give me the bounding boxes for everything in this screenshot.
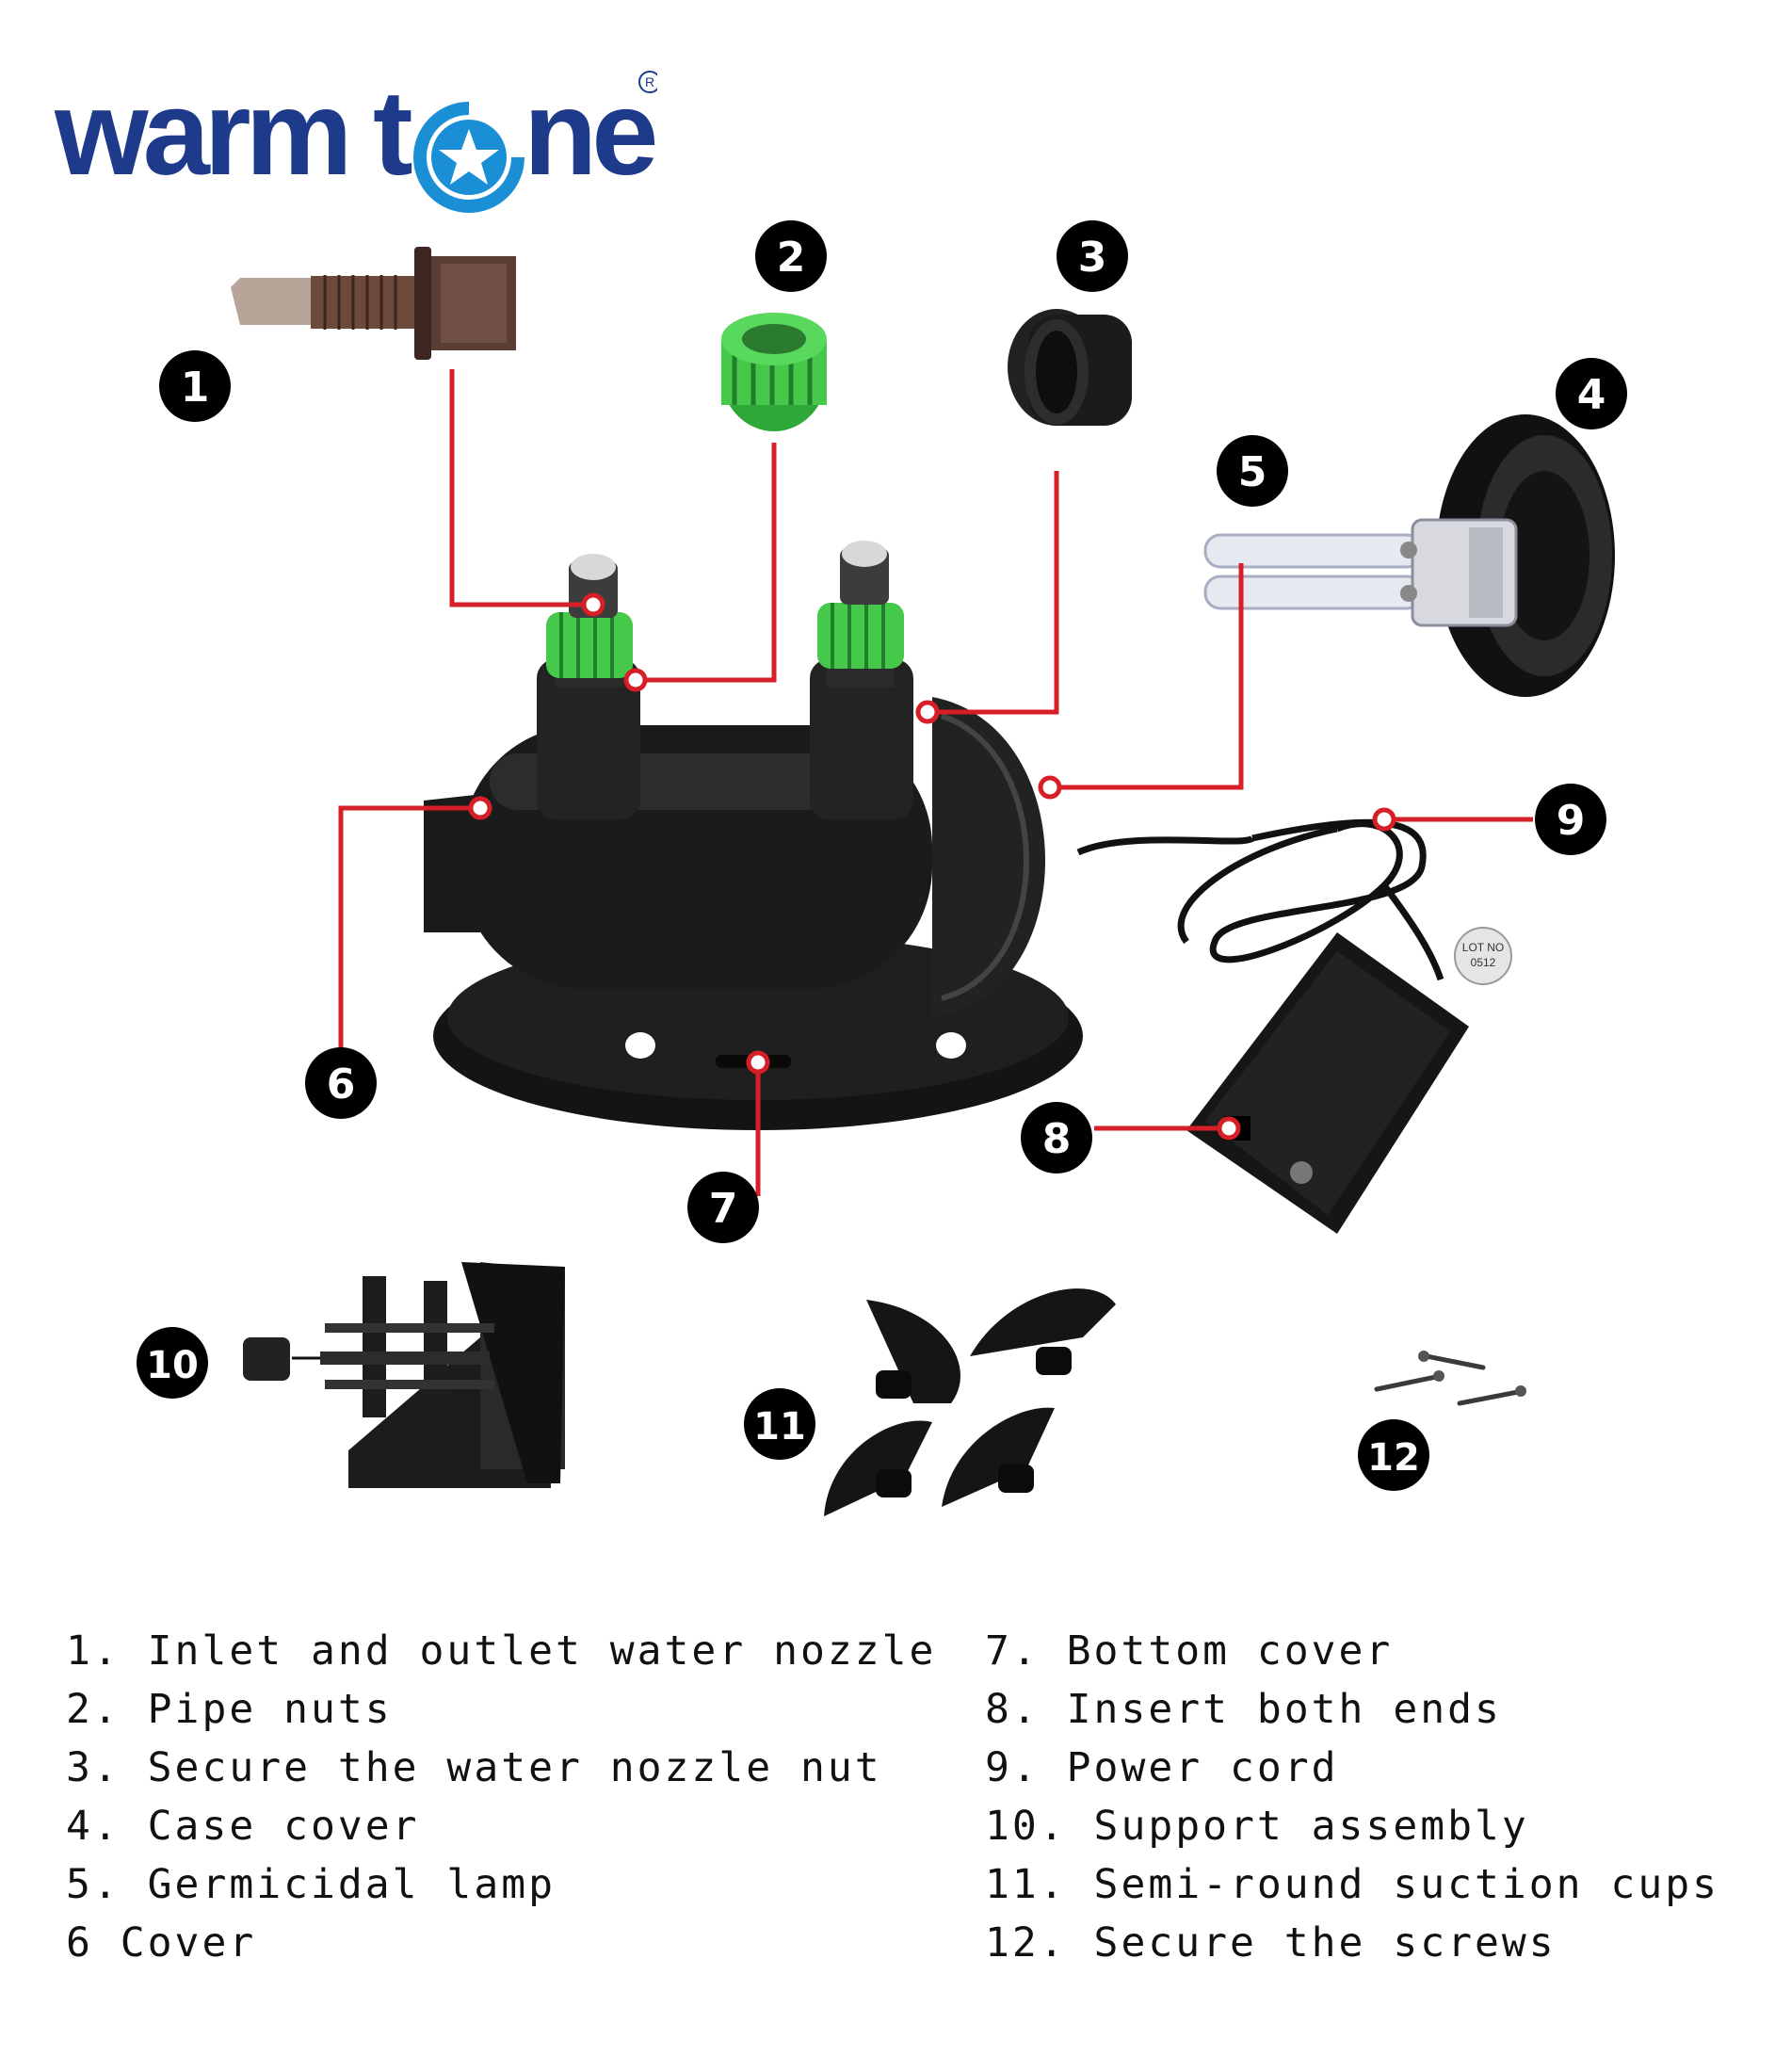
- adapter-lot-number: 0512: [1471, 956, 1496, 969]
- callout-4-text: 4: [1577, 371, 1606, 419]
- germicidal-lamp-part: [1205, 520, 1516, 625]
- suction-cup: [824, 1420, 932, 1516]
- callout-1: 1: [159, 350, 231, 422]
- exploded-view: LOT NO 0512: [0, 0, 1791, 1601]
- callout-8-text: 8: [1042, 1115, 1072, 1163]
- part-item: 10. Support assembly: [985, 1797, 1719, 1855]
- callout-10: 10: [137, 1327, 208, 1399]
- adapter-lot-label: LOT NO 0512: [1455, 928, 1511, 984]
- part-item: 2. Pipe nuts: [66, 1680, 936, 1739]
- callout-5-text: 5: [1238, 448, 1267, 496]
- parts-list-left: 1. Inlet and outlet water nozzle 2. Pipe…: [66, 1622, 936, 1972]
- water-nozzle-part: [231, 247, 516, 360]
- part-item: 12. Secure the screws: [985, 1914, 1719, 1972]
- callout-8: 8: [1021, 1102, 1092, 1174]
- callout-11: 11: [744, 1388, 815, 1460]
- power-cord-part: [1078, 822, 1441, 979]
- callout-9-text: 9: [1557, 797, 1586, 845]
- part-item: 4. Case cover: [66, 1797, 936, 1855]
- parts-list-right: 7. Bottom cover 8. Insert both ends 9. P…: [985, 1622, 1719, 1972]
- callout-11-text: 11: [753, 1405, 806, 1449]
- suction-cups-part: [824, 1288, 1116, 1516]
- black-nozzle-nut-part: [1008, 309, 1132, 426]
- parts-list: 1. Inlet and outlet water nozzle 2. Pipe…: [66, 1622, 1761, 2017]
- callout-6: 6: [305, 1047, 377, 1119]
- suction-cup: [970, 1288, 1116, 1375]
- callout-12-text: 12: [1367, 1436, 1420, 1480]
- callout-9: 9: [1535, 784, 1606, 855]
- callout-7-text: 7: [709, 1185, 738, 1233]
- green-pipe-nut-part: [721, 313, 827, 431]
- callout-3-text: 3: [1078, 234, 1107, 282]
- callout-4: 4: [1556, 358, 1627, 429]
- part-item: 9. Power cord: [985, 1739, 1719, 1797]
- callout-5: 5: [1217, 435, 1288, 507]
- suction-cup: [866, 1300, 960, 1403]
- power-adapter-part: LOT NO 0512: [1186, 928, 1511, 1234]
- screws-part: [1377, 1351, 1526, 1403]
- callout-2: 2: [755, 220, 827, 292]
- part-item: 5. Germicidal lamp: [66, 1855, 936, 1914]
- callout-2-text: 2: [777, 234, 806, 282]
- part-item: 6 Cover: [66, 1914, 936, 1972]
- callout-7: 7: [687, 1172, 759, 1243]
- part-item: 7. Bottom cover: [985, 1622, 1719, 1680]
- part-item: 11. Semi-round suction cups: [985, 1855, 1719, 1914]
- callout-12: 12: [1358, 1419, 1429, 1491]
- adapter-lot-text: LOT NO: [1462, 941, 1504, 954]
- suction-cup: [942, 1408, 1055, 1507]
- callout-6-text: 6: [327, 1060, 356, 1109]
- callout-3: 3: [1057, 220, 1128, 292]
- callout-1-text: 1: [181, 364, 210, 412]
- part-item: 3. Secure the water nozzle nut: [66, 1739, 936, 1797]
- uv-sterilizer-body: [424, 541, 1083, 1130]
- part-item: 8. Insert both ends: [985, 1680, 1719, 1739]
- support-assembly-part: [243, 1262, 565, 1488]
- part-item: 1. Inlet and outlet water nozzle: [66, 1622, 936, 1680]
- callout-10-text: 10: [146, 1344, 199, 1387]
